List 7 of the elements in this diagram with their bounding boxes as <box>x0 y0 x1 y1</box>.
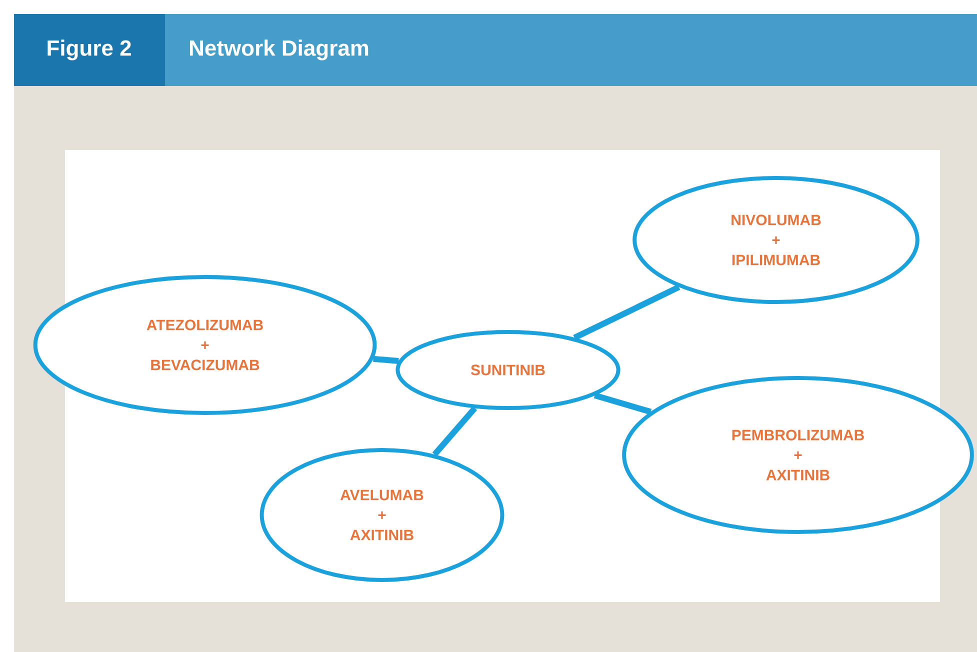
connector-line <box>373 356 399 364</box>
connector-line <box>573 284 680 340</box>
title: Network Diagram <box>190 40 368 60</box>
connector-line <box>594 392 652 415</box>
node-label: PEMBROLIZUMAB + AXITINIB <box>732 430 864 480</box>
figure-number: Figure 2 <box>14 14 165 86</box>
connector-line <box>432 406 478 456</box>
